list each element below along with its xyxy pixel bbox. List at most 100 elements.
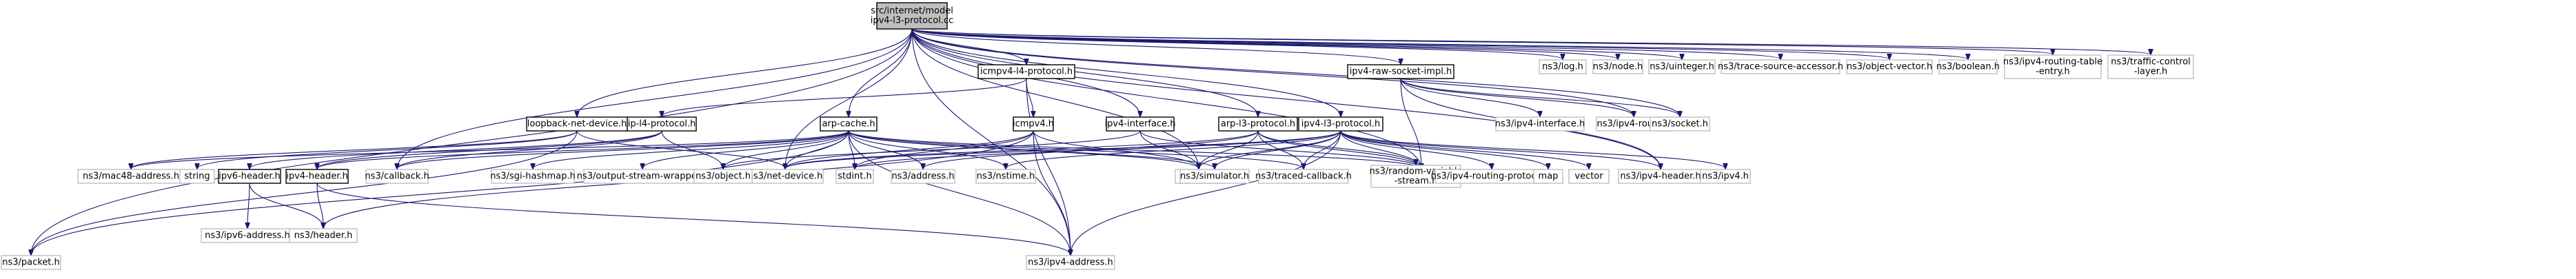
edge-root-to-callback bbox=[397, 28, 913, 169]
node-loopback-net-device[interactable]: loopback-net-device.h bbox=[526, 116, 628, 132]
node-box bbox=[289, 228, 358, 243]
edge-arp-cache-to-ipv4-header bbox=[317, 130, 849, 169]
node-box bbox=[1539, 59, 1587, 74]
node-box bbox=[218, 169, 281, 184]
node-box bbox=[1218, 116, 1298, 132]
edge-ipv4-l3-protocol-to-ns3-ipv4-header bbox=[1340, 130, 1661, 169]
node-stdint: stdint.h bbox=[835, 169, 874, 184]
node-box bbox=[1592, 59, 1643, 74]
edge-icmpv4-to-ipv4-address bbox=[1033, 130, 1071, 255]
node-label: ns3/packet.h bbox=[2, 258, 60, 268]
edge-arp-cache-to-packet bbox=[31, 130, 849, 255]
edge-ipv4-interface-to-object bbox=[723, 130, 1141, 169]
node-label: stdint.h bbox=[838, 172, 871, 182]
edge-arp-cache-to-mac48-address bbox=[131, 130, 849, 169]
node-label: ns3/mac48-address.h bbox=[83, 172, 179, 182]
node-socket: ns3/socket.h bbox=[1650, 116, 1710, 132]
node-box bbox=[1568, 169, 1610, 184]
node-label: string bbox=[184, 172, 210, 182]
node-ns3-ipv4-interface: ns3/ipv4-interface.h bbox=[1495, 116, 1585, 132]
node-label: ns3/node.h bbox=[1593, 62, 1643, 72]
edge-loopback-net-device-to-net-device bbox=[576, 130, 785, 169]
node-label: ns3/output-stream-wrapper.h bbox=[577, 172, 708, 182]
edge-ipv4-l3-protocol-to-ipv4-address bbox=[1071, 130, 1341, 255]
node-label: -stream.h bbox=[1395, 176, 1438, 187]
edge-ipv4-header-to-header bbox=[316, 183, 323, 228]
node-label: icmpv4.h bbox=[1013, 119, 1054, 130]
node-string: string bbox=[179, 169, 215, 184]
edge-arp-cache-to-callback bbox=[397, 130, 849, 169]
node-node: ns3/node.h bbox=[1592, 59, 1643, 74]
node-label: ns3/net-device.h bbox=[748, 172, 823, 182]
node-label: vector bbox=[1574, 172, 1603, 182]
edge-icmpv4-to-stdint bbox=[855, 130, 1034, 169]
edge-ipv4-raw-socket-impl-to-ns3-ipv4-interface bbox=[1400, 78, 1540, 116]
edge-ipv4-header-to-ipv4-address bbox=[316, 183, 1071, 255]
edge-ipv4-l3-protocol-to-ptr bbox=[1199, 130, 1341, 169]
edge-ip-l4-protocol-to-ipv6-header bbox=[250, 130, 662, 169]
node-callback: ns3/callback.h bbox=[365, 169, 429, 184]
node-box bbox=[1, 255, 61, 270]
edge-icmpv4-l4-protocol-to-ipv4-address bbox=[1026, 78, 1071, 255]
edge-ipv4-raw-socket-impl-to-socket bbox=[1400, 78, 1680, 116]
node-ipv4-routing-protocol: ns3/ipv4-routing-protocol.h bbox=[1431, 169, 1552, 184]
node-ipv4-interface[interactable]: ipv4-interface.h bbox=[1105, 116, 1176, 132]
node-map: map bbox=[1533, 169, 1563, 184]
node-label: map bbox=[1539, 172, 1559, 182]
edge-arp-cache-to-output-stream-wrapper bbox=[642, 130, 849, 169]
edge-icmpv4-to-ptr bbox=[1033, 130, 1199, 169]
node-label: ns3/ipv4.h bbox=[1702, 172, 1749, 182]
node-box bbox=[365, 169, 429, 184]
node-icmpv4-l4-protocol[interactable]: icmpv4-l4-protocol.h bbox=[977, 64, 1075, 79]
node-ip-l4-protocol[interactable]: ip-l4-protocol.h bbox=[627, 116, 697, 132]
dependency-edges bbox=[31, 28, 2151, 255]
edge-root-to-trace-source-accessor bbox=[911, 28, 1781, 59]
node-label: -entry.h bbox=[2036, 67, 2070, 77]
node-label: ns3/address.h bbox=[891, 172, 954, 182]
node-ipv6-header[interactable]: ipv6-header.h bbox=[218, 169, 281, 184]
node-label: loopback-net-device.h bbox=[527, 119, 627, 130]
node-box bbox=[1013, 116, 1054, 132]
node-label: ipv4-l3-protocol.cc bbox=[871, 16, 954, 26]
edge-ipv4-l3-protocol-to-map bbox=[1340, 130, 1548, 169]
node-label: ipv4-l3-protocol.h bbox=[1301, 119, 1381, 130]
node-box bbox=[491, 169, 575, 184]
node-label: ns3/ipv4-address.h bbox=[1028, 258, 1113, 268]
node-sgi-hashmap: ns3/sgi-hashmap.h bbox=[490, 169, 576, 184]
edge-root-to-ptr bbox=[911, 28, 1199, 169]
edge-root-to-uinteger bbox=[911, 28, 1682, 59]
node-ipv4-header[interactable]: ipv4-header.h bbox=[285, 169, 349, 184]
node-box bbox=[2004, 54, 2102, 79]
node-uinteger: ns3/uinteger.h bbox=[1648, 59, 1716, 74]
node-arp-cache[interactable]: arp-cache.h bbox=[820, 116, 878, 132]
node-label: ns3/traffic-control bbox=[2111, 57, 2191, 68]
node-simulator: ns3/simulator.h bbox=[1179, 169, 1250, 184]
edge-icmpv4-to-net-device bbox=[785, 130, 1034, 169]
node-box bbox=[627, 116, 697, 132]
node-ipv4-l3-protocol[interactable]: ipv4-l3-protocol.h bbox=[1298, 116, 1383, 132]
node-log: ns3/log.h bbox=[1539, 59, 1587, 74]
node-label: arp-l3-protocol.h bbox=[1221, 119, 1295, 130]
node-address: ns3/address.h bbox=[891, 169, 955, 184]
node-box bbox=[1106, 116, 1175, 132]
node-box bbox=[1648, 59, 1716, 74]
edge-root-to-packet bbox=[31, 28, 913, 255]
node-ipv4: ns3/ipv4.h bbox=[1700, 169, 1751, 184]
node-arp-l3-protocol[interactable]: arp-l3-protocol.h bbox=[1218, 116, 1298, 132]
node-ipv4-raw-socket-impl[interactable]: ipv4-raw-socket-impl.h bbox=[1347, 64, 1454, 79]
edge-ipv4-l3-protocol-to-ipv4 bbox=[1340, 130, 1725, 169]
node-header: ns3/header.h bbox=[289, 228, 358, 243]
edge-root-to-boolean bbox=[911, 28, 1968, 59]
node-label: ns3/simulator.h bbox=[1180, 172, 1249, 182]
node-box bbox=[876, 2, 948, 30]
node-box bbox=[1533, 169, 1563, 184]
node-net-device: ns3/net-device.h bbox=[747, 169, 824, 184]
node-traced-callback: ns3/traced-callback.h bbox=[1255, 169, 1352, 184]
edge-ipv4-l3-protocol-to-traced-callback bbox=[1304, 130, 1341, 169]
node-trace-source-accessor: ns3/trace-source-accessor.h bbox=[1718, 59, 1843, 74]
node-icmpv4[interactable]: icmpv4.h bbox=[1013, 116, 1054, 132]
node-box bbox=[1846, 59, 1933, 74]
